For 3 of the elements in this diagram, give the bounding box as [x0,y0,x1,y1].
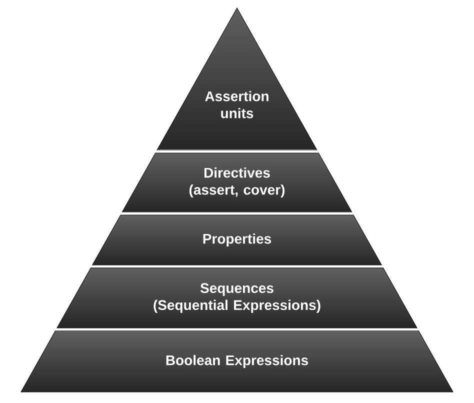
pyramid-layer: Sequences (Sequential Expressions) [56,268,418,328]
pyramid-layer: Boolean Expressions [20,330,454,392]
pyramid-layer: Directives (assert, cover) [122,152,352,212]
